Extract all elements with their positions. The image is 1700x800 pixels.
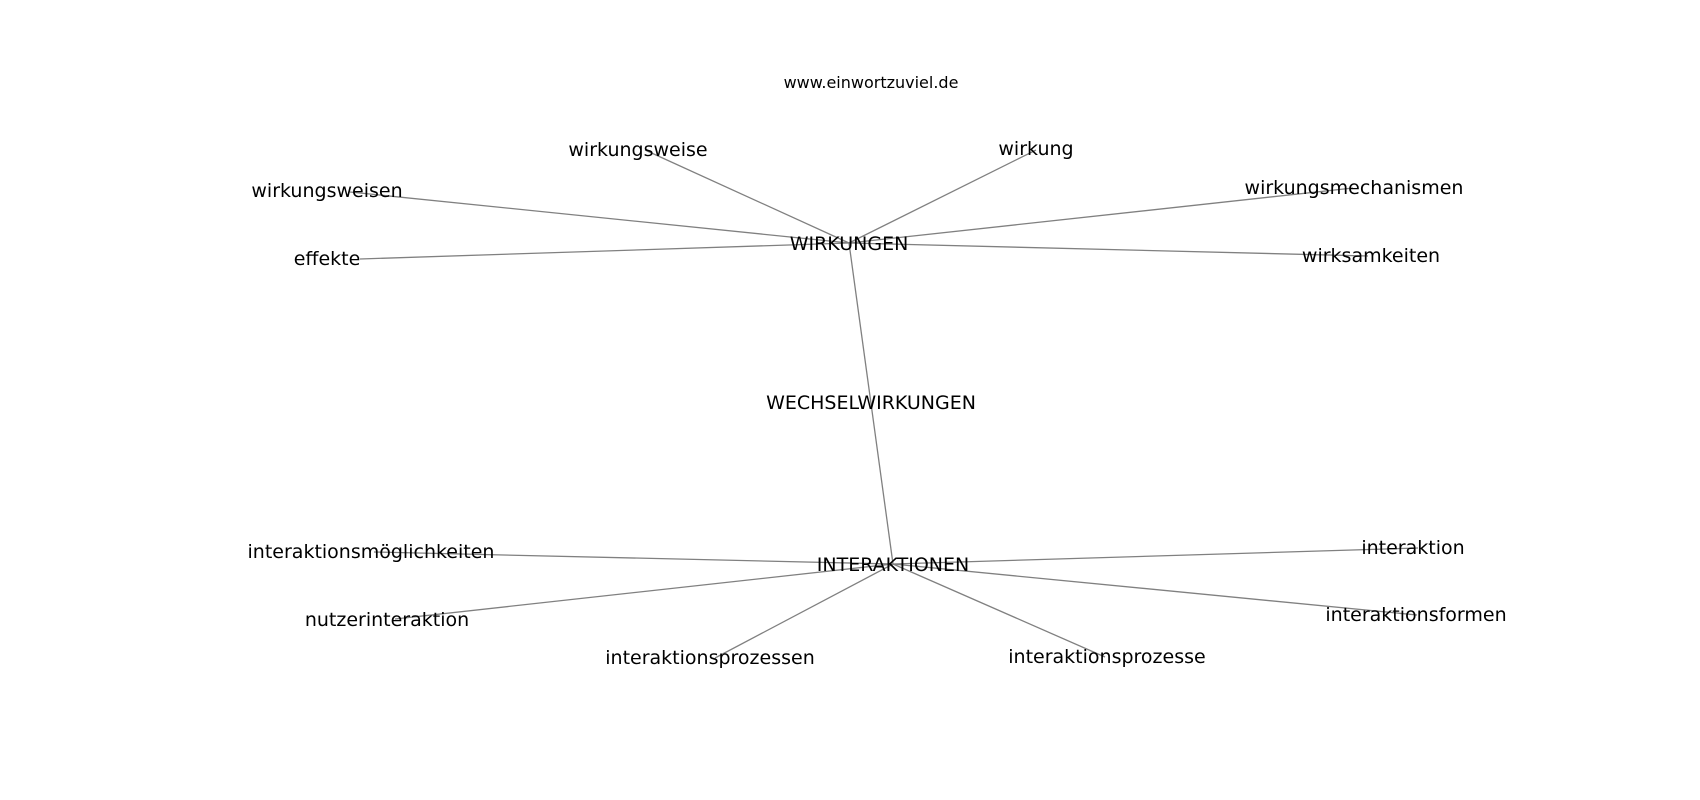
- edge-interaktionen-interaktionsformen: [892, 563, 1418, 616]
- edge-wirkungen-effekte: [359, 242, 850, 260]
- node-interaktionsformen: interaktionsformen: [1325, 604, 1506, 626]
- node-nutzerinteraktion: nutzerinteraktion: [305, 609, 469, 631]
- edge-wirkungen-wirksamkeiten: [848, 242, 1369, 257]
- node-wirkungsmechanismen: wirkungsmechanismen: [1245, 177, 1464, 199]
- node-interaktionsprozesse: interaktionsprozesse: [1008, 646, 1205, 668]
- node-wirkung: wirkung: [998, 138, 1073, 160]
- node-wirkungsweisen: wirkungsweisen: [251, 180, 402, 202]
- node-wechselwirkungen: WECHSELWIRKUNGEN: [766, 392, 976, 414]
- node-wirksamkeiten: wirksamkeiten: [1302, 245, 1440, 267]
- edge-wirkungen-wirkungsweise: [644, 149, 850, 244]
- node-interaktionen: INTERAKTIONEN: [817, 554, 969, 576]
- node-interaktionsprozessen: interaktionsprozessen: [605, 647, 814, 669]
- edge-wirkungen-wirkungsweisen: [349, 191, 850, 244]
- edge-interaktionen-interaktionsprozesse: [892, 563, 1106, 658]
- node-effekte: effekte: [294, 248, 361, 270]
- node-wirkungen: WIRKUNGEN: [790, 233, 909, 255]
- node-interaktion: interaktion: [1361, 537, 1464, 559]
- label-layer: www.einwortzuviel.de WIRKUNGEN WECHSELWI…: [248, 73, 1507, 669]
- edge-layer: [349, 149, 1419, 659]
- edge-interaktionen-interaktionsmoeglichkeiten: [373, 551, 894, 565]
- edge-wirkungen-wirkungsmechanismen: [848, 187, 1354, 244]
- edge-interaktionen-interaktionsprozessen: [714, 563, 894, 659]
- site-watermark: www.einwortzuviel.de: [784, 73, 959, 92]
- node-wirkungsweise: wirkungsweise: [568, 139, 707, 161]
- edge-interaktionen-nutzerinteraktion: [394, 563, 894, 620]
- node-interaktionsmoeglichkeiten: interaktionsmöglichkeiten: [248, 541, 495, 563]
- edge-interaktionen-interaktion: [892, 547, 1419, 565]
- edge-wirkungen-interaktionen: [848, 242, 894, 565]
- edge-wirkungen-wirkung: [848, 149, 1037, 244]
